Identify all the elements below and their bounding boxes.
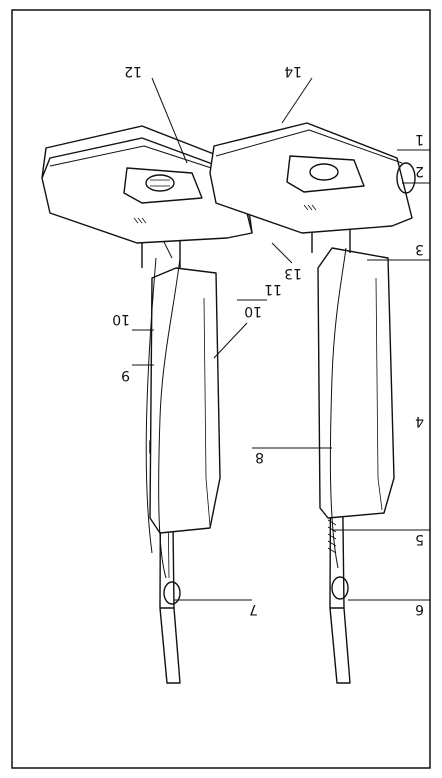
- cord-a: [158, 257, 181, 579]
- bag-seam-b: [375, 277, 383, 511]
- leader-12: [271, 242, 293, 264]
- callout-7: 7: [249, 601, 258, 617]
- device-a: [41, 125, 253, 684]
- leader-lines: [132, 77, 430, 601]
- handle-knob-a: [163, 581, 181, 605]
- callout-4: 4: [415, 413, 424, 429]
- callout-3: 3: [415, 241, 424, 257]
- frame: [11, 9, 431, 769]
- knob-b: [309, 163, 339, 181]
- knob-a: [145, 174, 175, 192]
- callout-10a: 10: [112, 311, 130, 327]
- callout-10b: 10: [244, 303, 262, 319]
- callout-12: 13: [284, 265, 302, 281]
- figure-group: [41, 77, 430, 684]
- vent-window-a: [123, 167, 203, 204]
- base-bumper-a: [41, 125, 253, 234]
- callout-13: 12: [124, 63, 142, 79]
- callout-2: 2: [415, 163, 424, 179]
- cord-b: [329, 247, 347, 569]
- callout-14: 14: [284, 63, 302, 79]
- grille-a: [133, 217, 147, 224]
- vent-window-b: [286, 155, 365, 193]
- hose-a: [145, 257, 157, 554]
- handle-knob-b: [331, 576, 349, 600]
- knob-ridges-a: [150, 179, 170, 187]
- leader-14: [281, 77, 313, 124]
- bag-seam-a: [203, 297, 211, 527]
- device-b: [209, 122, 416, 684]
- leader-13: [151, 77, 188, 164]
- callout-6: 6: [415, 601, 424, 617]
- callout-11: 11: [264, 281, 282, 297]
- callout-9: 9: [121, 367, 130, 383]
- base-b: [209, 122, 413, 234]
- grille-b: [303, 204, 317, 211]
- base-lip-b: [215, 129, 403, 164]
- leader-10b: [213, 322, 248, 359]
- wheel-b: [396, 162, 416, 194]
- callout-1: 1: [415, 131, 424, 147]
- dust-bag-a: [149, 267, 221, 534]
- base-lip-a: [49, 145, 243, 179]
- callout-8: 8: [255, 449, 264, 465]
- callout-5: 5: [415, 531, 424, 547]
- spring-b: [327, 519, 337, 554]
